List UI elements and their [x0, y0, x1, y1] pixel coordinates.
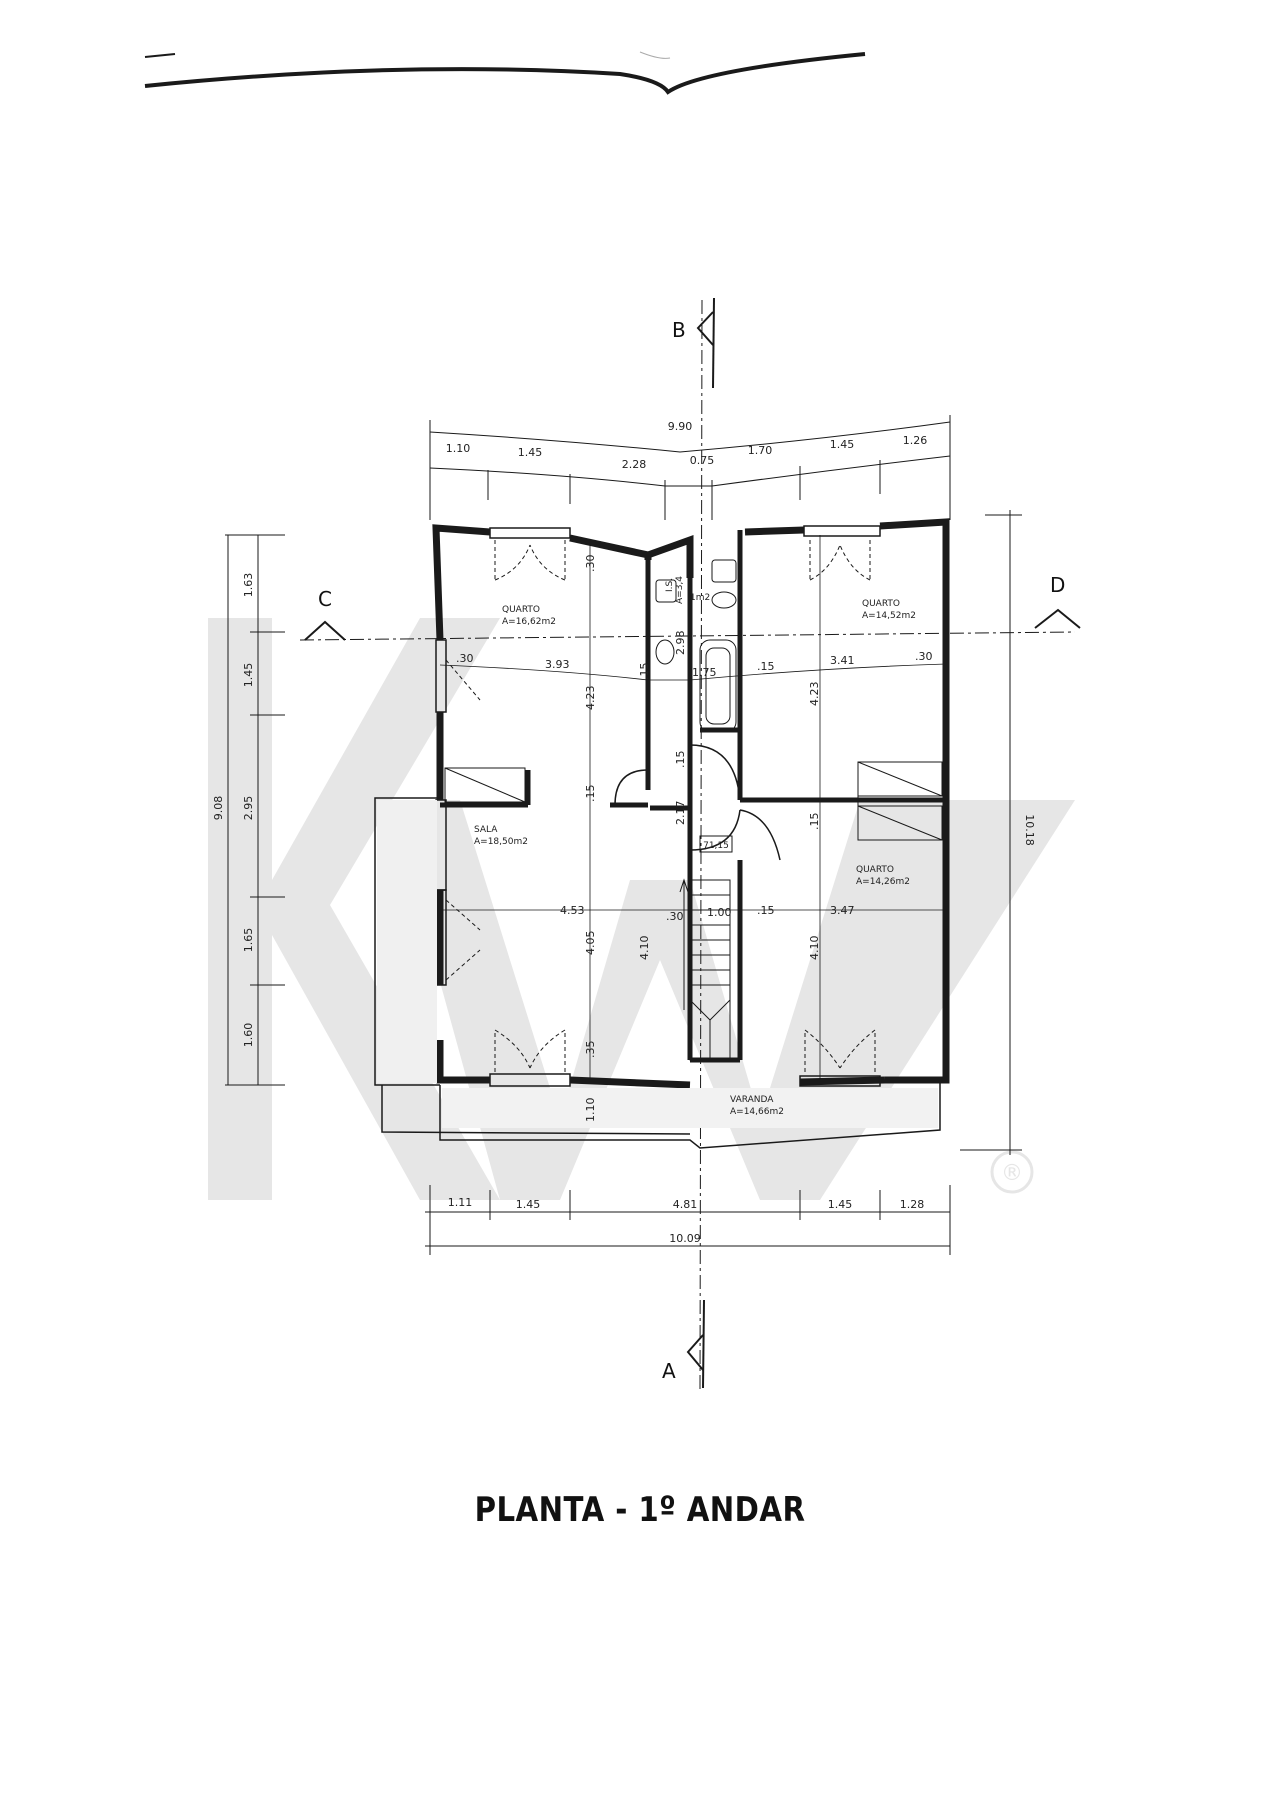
dim-left-2: 1.45: [242, 663, 255, 688]
bathroom-fixtures: [655, 559, 737, 733]
dim-left-3: 2.95: [242, 796, 255, 821]
dim-int-30c: .30: [584, 555, 597, 573]
room-area-is: A=3,4: [675, 576, 685, 604]
interior-walls: [440, 530, 946, 1063]
section-label-d: D: [1050, 573, 1065, 597]
dim-top-6: 1.26: [903, 434, 928, 447]
dim-top-4: 1.70: [748, 444, 773, 457]
dim-int-405: 4.05: [584, 931, 597, 956]
wardrobes: [444, 761, 943, 841]
room-name-varanda: VARANDA: [730, 1095, 774, 1105]
dim-int-100: 1.00: [707, 906, 732, 919]
room-name-quarto-1: QUARTO: [502, 605, 540, 615]
dim-left-1: 1.63: [242, 573, 255, 598]
section-label-a: A: [662, 1359, 676, 1383]
dim-bottom-4: 1.45: [828, 1198, 853, 1211]
dim-int-423b: 4.23: [808, 682, 821, 707]
dim-int-410a: 4.10: [638, 936, 651, 961]
dim-int-15a: .15: [638, 663, 651, 681]
room-area-quarto-1: A=16,62m2: [502, 617, 556, 627]
dim-int-35: .35: [584, 1041, 597, 1059]
room-area-quarto-3: A=14,26m2: [856, 877, 910, 887]
door-swings: [445, 540, 876, 1072]
room-area-quarto-2: A=14,52m2: [862, 611, 916, 621]
dim-bottom-overall: 10.09: [669, 1232, 701, 1245]
room-name-sala: SALA: [474, 825, 498, 835]
dim-int-15b: .15: [757, 660, 775, 673]
dim-int-15e: .15: [808, 813, 821, 831]
dim-top-3: 0.75: [690, 454, 715, 467]
dim-bottom-1: 1.11: [448, 1196, 473, 1209]
total-area-box: [699, 835, 733, 853]
section-mark-a: [686, 1299, 705, 1389]
dim-int-15f: .15: [757, 904, 775, 917]
plan-title: PLANTA - 1º ANDAR: [474, 1490, 806, 1530]
dim-int-30d: .30: [666, 910, 684, 923]
exterior-walls: [432, 518, 950, 1089]
dimension-lines-top: [429, 415, 951, 520]
section-label-b: B: [672, 318, 686, 342]
section-mark-b: [696, 297, 715, 389]
total-area-label: 71,15: [703, 841, 729, 851]
dim-left-4: 1.65: [242, 928, 255, 953]
dim-int-15d: .15: [584, 785, 597, 803]
balcony-hatch-left: [377, 800, 437, 1083]
dimension-lines-right: [960, 510, 1022, 1155]
dim-bottom-3: 4.81: [673, 1198, 698, 1211]
dim-right-overall: 10.18: [1023, 814, 1036, 846]
interior-dimension-lines: [439, 535, 947, 1080]
dim-top-overall: 9.90: [668, 420, 693, 433]
dim-top-center: 2.28: [622, 458, 647, 471]
dim-int-347: 3.47: [830, 904, 855, 917]
dim-int-30b: .30: [915, 650, 933, 663]
dim-int-15c: .15: [674, 751, 687, 769]
dim-int-217: 2.17: [674, 801, 687, 826]
dimension-lines-left: [225, 534, 285, 1086]
dim-int-110: 1.10: [584, 1098, 597, 1123]
dim-int-453: 4.53: [560, 904, 585, 917]
window-openings: [435, 525, 881, 1087]
dim-int-423a: 4.23: [584, 686, 597, 711]
staircase: [679, 878, 731, 1061]
dim-int-298: 2.98: [674, 631, 687, 656]
section-label-c: C: [318, 587, 332, 611]
dim-int-341: 3.41: [830, 654, 855, 667]
dimension-lines-bottom: [425, 1185, 951, 1255]
room-area-sala: A=18,50m2: [474, 837, 528, 847]
balcony: [374, 797, 941, 1149]
balcony-hatch-bottom: [442, 1088, 938, 1128]
room-area-varanda: A=14,66m2: [730, 1107, 784, 1117]
dim-top-1: 1.10: [446, 442, 471, 455]
section-mark-c: [304, 620, 346, 641]
room-area-is-small: 1m2: [690, 593, 710, 603]
door-arcs-solid: [614, 744, 781, 861]
dim-bottom-5: 1.28: [900, 1198, 925, 1211]
room-name-quarto-3: QUARTO: [856, 865, 894, 875]
dim-int-30a: .30: [456, 652, 474, 665]
section-mark-d: [1034, 608, 1081, 629]
page-top-edge: [144, 51, 866, 95]
dim-int-175: 1.75: [692, 666, 717, 679]
dim-int-393: 3.93: [545, 658, 570, 671]
dim-top-2: 1.45: [518, 446, 543, 459]
registered-mark: ®: [1001, 1161, 1023, 1186]
dim-left-overall: 9.08: [212, 796, 225, 821]
dim-bottom-2: 1.45: [516, 1198, 541, 1211]
room-name-quarto-2: QUARTO: [862, 599, 900, 609]
dim-int-410b: 4.10: [808, 936, 821, 961]
dim-top-5: 1.45: [830, 438, 855, 451]
room-name-is: I.S.: [665, 578, 675, 592]
dim-left-5: 1.60: [242, 1023, 255, 1048]
